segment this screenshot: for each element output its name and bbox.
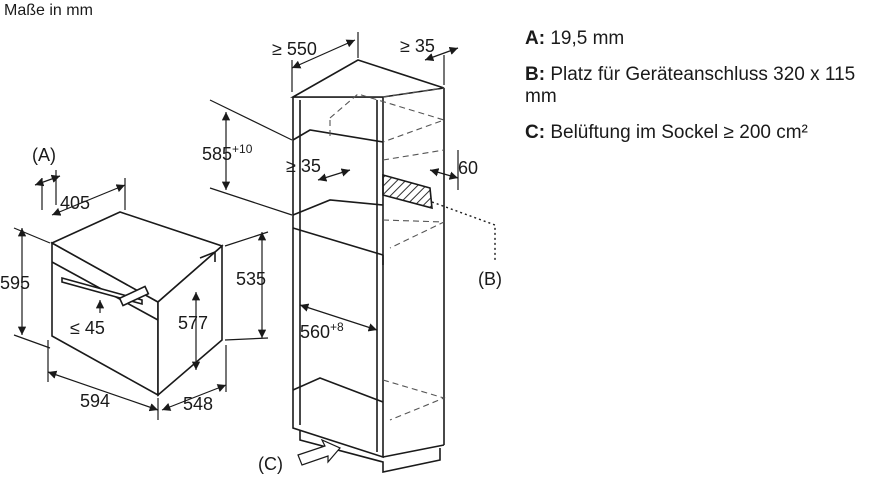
dim-560-base: 560 [300, 322, 330, 342]
dim-405: 405 [60, 193, 90, 213]
leader-b [431, 201, 496, 262]
oven-dimensions [13, 170, 269, 420]
dim-35-inner: ≥ 35 [286, 156, 321, 176]
legend-text: Belüftung im Sockel ≥ 200 cm² [550, 122, 808, 143]
dim-595: 595 [0, 273, 30, 293]
cabinet-dimensions [209, 32, 459, 466]
dim-535: 535 [236, 269, 266, 289]
cabinet-labels: ≥ 550 ≥ 35 585+10 ≥ 35 60 560+8 (B) (C) [202, 36, 502, 474]
cabinet-drawing [289, 59, 445, 473]
dim-548: 548 [183, 394, 213, 414]
legend: A: 19,5 mm B: Platz für Geräteanschluss … [525, 28, 887, 158]
legend-key: A: [525, 28, 546, 49]
diagram-title: Maße in mm [4, 2, 93, 19]
oven-drawing [50, 211, 224, 397]
label-b: (B) [478, 269, 502, 289]
legend-item-c: C: Belüftung im Sockel ≥ 200 cm² [525, 122, 887, 144]
dim-577: 577 [178, 313, 208, 333]
label-c: (C) [258, 454, 283, 474]
dim-594: 594 [80, 391, 110, 411]
dim-550: ≥ 550 [272, 39, 317, 59]
legend-item-a: A: 19,5 mm [525, 28, 887, 50]
legend-item-b: B: Platz für Geräteanschluss 320 x 115 m… [525, 64, 887, 108]
label-a: (A) [32, 145, 56, 165]
dim-560: 560+8 [300, 320, 344, 342]
dim-585-base: 585 [202, 144, 232, 164]
dim-gap: ≤ 45 [70, 318, 105, 338]
dim-585-sup: +10 [232, 142, 253, 156]
oven-labels: (A) 405 595 577 535 ≤ 45 594 548 [0, 145, 266, 414]
legend-text: 19,5 mm [550, 28, 625, 49]
dim-35-top: ≥ 35 [400, 36, 435, 56]
dim-585: 585+10 [202, 142, 253, 164]
cabinet-hidden-lines [329, 87, 446, 421]
legend-key: C: [525, 122, 546, 143]
legend-text: Platz für Geräteanschluss 320 x 115 mm [525, 64, 856, 107]
dim-560-sup: +8 [330, 320, 344, 334]
dim-60: 60 [458, 158, 478, 178]
legend-key: B: [525, 64, 546, 85]
